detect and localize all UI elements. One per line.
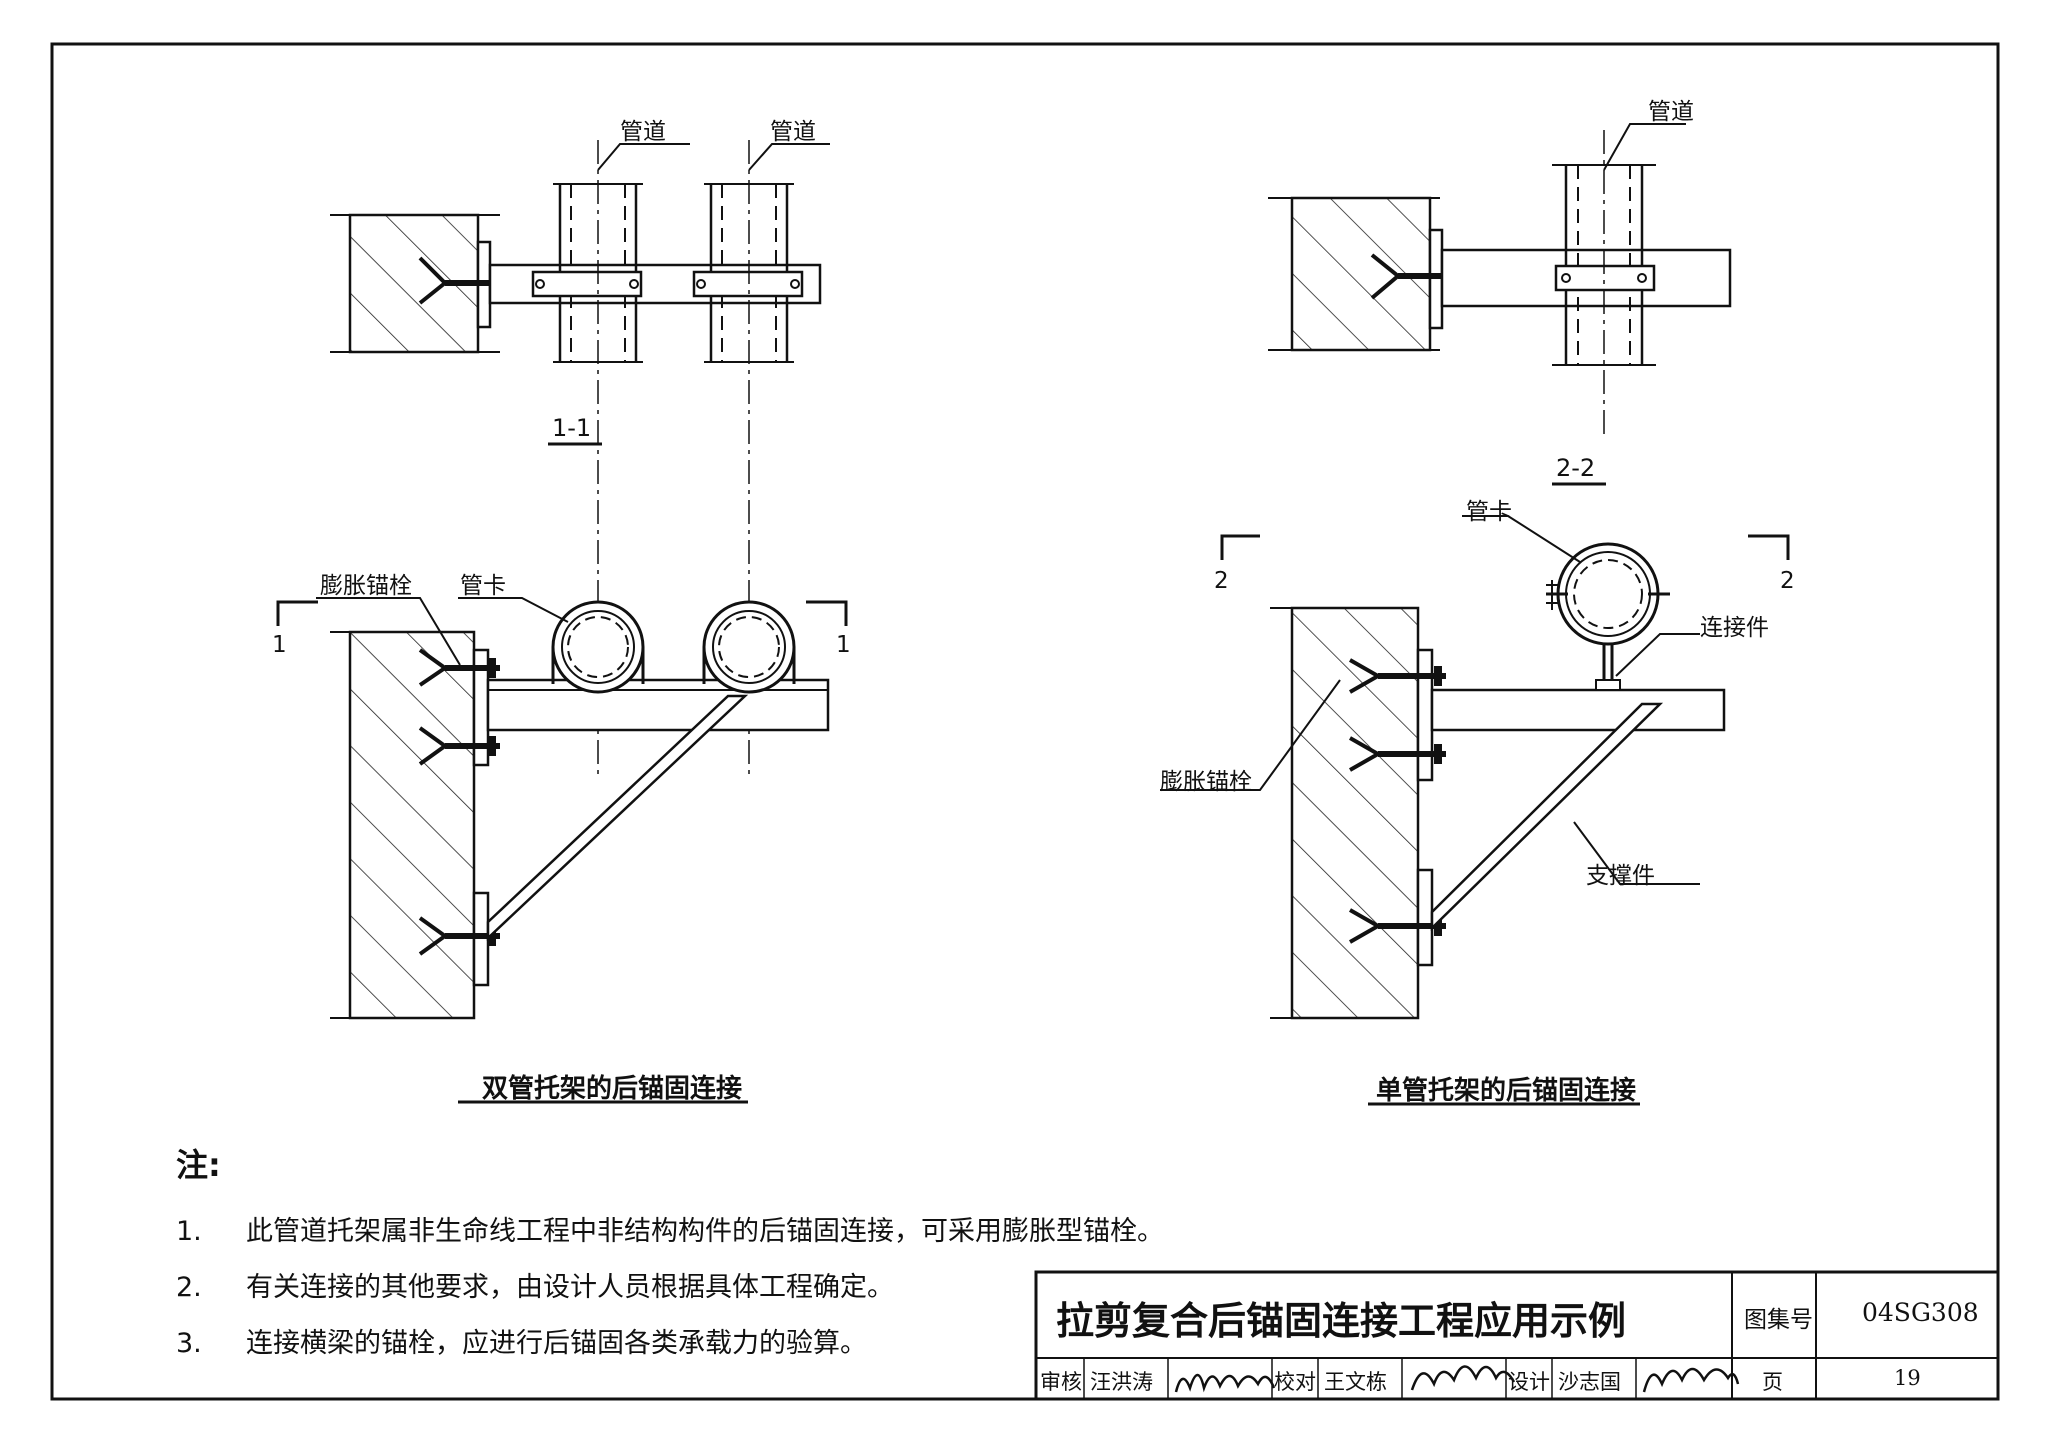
note-number: 1. [176,1216,202,1247]
pipe-clamp-label: 管卡 [1466,499,1512,525]
cross-beam [1430,688,1726,732]
notes-heading: 注: [176,1146,221,1184]
pipe-1 [531,183,643,363]
reviewer-name: 汪洪涛 [1090,1370,1153,1394]
note-item: 1. 此管道托架属非生命线工程中非结构构件的后锚固连接，可采用膨胀型锚栓。 [176,1204,1164,1260]
note-text: 连接横梁的锚栓，应进行后锚固各类承载力的验算。 [246,1328,867,1359]
designer-name: 沙志国 [1558,1370,1621,1394]
brace [486,694,749,941]
anchor-bolt-2 [1349,736,1446,772]
cut-mark-right [806,600,848,626]
checker-name: 王文栋 [1324,1370,1387,1394]
wall [1290,606,1420,1020]
brace [1430,702,1664,931]
cut-mark-left-label: 2 [1214,568,1229,594]
note-text: 此管道托架属非生命线工程中非结构构件的后锚固连接，可采用膨胀型锚栓。 [246,1216,1164,1247]
pipe-label-2: 管道 [770,119,816,145]
pipe-label-1: 管道 [620,119,666,145]
pipe-clamp-2 [702,600,796,694]
note-number: 3. [176,1328,202,1359]
atlas-label: 图集号 [1744,1307,1813,1333]
page-label: 页 [1762,1370,1783,1394]
pipe [1552,164,1656,366]
pipe-clamp-1 [551,600,645,694]
note-item: 2. 有关连接的其他要求，由设计人员根据具体工程确定。 [176,1260,1164,1316]
review-label: 审核 [1040,1370,1082,1394]
anchor-bolt-label: 膨胀锚栓 [1160,769,1252,795]
brace-label: 支撑件 [1586,863,1655,889]
check-label: 校对 [1274,1370,1316,1394]
title-block-grid [1034,1270,2000,1401]
pipe-clamp [1546,542,1670,691]
note-item: 3. 连接横梁的锚栓，应进行后锚固各类承载力的验算。 [176,1316,1164,1372]
drawing-title: 拉剪复合后锚固连接工程应用示例 [1056,1299,1627,1343]
section-2-2-label: 2-2 [1556,454,1596,482]
atlas-number: 04SG308 [1862,1298,1979,1327]
single-pipe-bracket-elevation [1160,515,1790,1106]
cut-mark-right-label: 1 [836,632,851,658]
cut-mark-left [276,600,318,626]
reviewer-signature [1174,1373,1276,1393]
cut-mark-right-label: 2 [1780,568,1795,594]
drawing-frame [50,42,2000,1401]
double-pipe-bracket-elevation [276,597,848,1104]
note-text: 有关连接的其他要求，由设计人员根据具体工程确定。 [246,1272,894,1303]
pipe-label: 管道 [1648,99,1694,125]
right-figure-caption: 单管托架的后锚固连接 [1376,1076,1637,1106]
checker-signature [1410,1365,1516,1391]
cut-mark-left [1220,534,1260,560]
designer-signature [1642,1367,1740,1393]
design-label: 设计 [1508,1370,1550,1394]
anchor-bolt-2 [418,726,500,766]
page-number: 19 [1894,1366,1921,1390]
left-figure-caption: 双管托架的后锚固连接 [482,1074,743,1104]
anchor-bolt-label: 膨胀锚栓 [320,573,412,599]
cross-beam [486,678,830,732]
section-2-2-view [1268,123,1732,486]
cut-mark-right [1748,534,1790,560]
anchor-bolt-1 [418,648,500,687]
connector-label: 连接件 [1700,615,1769,641]
anchor-bolt-1 [1349,658,1446,694]
note-number: 2. [176,1272,202,1303]
section-1-1-label: 1-1 [552,414,592,442]
section-1-1-view [330,140,830,780]
pipe-2 [692,183,804,363]
cut-mark-left-label: 1 [272,632,287,658]
pipe-clamp-label: 管卡 [460,573,506,599]
wall [348,630,476,1020]
notes-section: 注: 1. 此管道托架属非生命线工程中非结构构件的后锚固连接，可采用膨胀型锚栓。… [176,1140,1164,1372]
